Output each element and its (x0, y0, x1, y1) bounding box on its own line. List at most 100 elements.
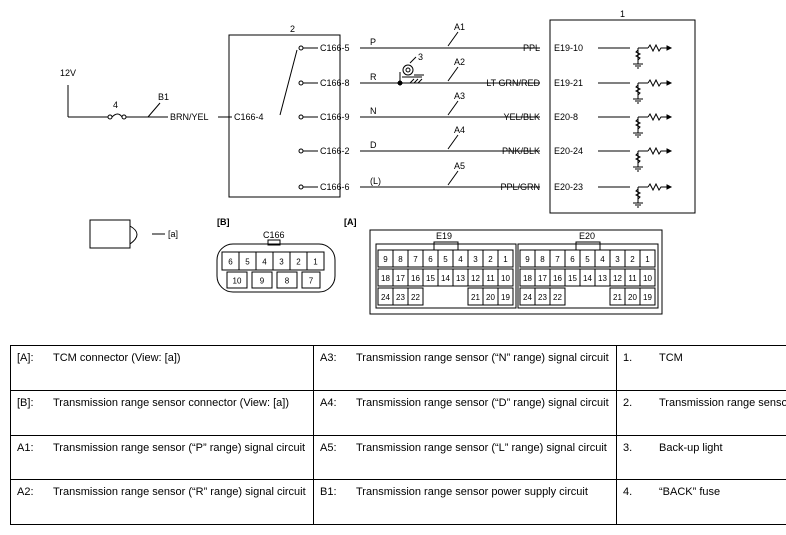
trs-number: 2 (290, 24, 295, 34)
e20-pin-box (639, 287, 656, 306)
legend-description: Transmission range sensor (“P” range) si… (53, 441, 306, 454)
circuit-label: A4 (454, 125, 465, 135)
e19-pin: 5 (443, 255, 448, 264)
tcm-pin-label: E19-10 (554, 43, 583, 53)
fuse-number: 4 (113, 100, 118, 110)
wire-color: PPL/GRN (500, 182, 540, 192)
legend-tag: 3. (623, 441, 633, 454)
c166-name: C166 (263, 230, 285, 240)
c166-pin-box (301, 271, 321, 289)
e20-pin: 3 (615, 255, 620, 264)
e19-pin: 7 (413, 255, 418, 264)
range-letter: P (370, 37, 376, 47)
e19-pin: 2 (488, 255, 493, 264)
e20-pin: 4 (600, 255, 605, 264)
wire-color: LT GRN/RED (486, 78, 540, 88)
e20-pin-box (639, 249, 656, 268)
legend-tag: 1. (623, 352, 633, 364)
legend-description: Transmission range sensor (“D” range) si… (356, 396, 609, 409)
e20-pin-box (639, 268, 656, 287)
legend-cell: 1. TCM (616, 345, 786, 391)
e19-pin-box (497, 249, 514, 268)
c166-pin: 6 (228, 258, 233, 267)
e19-pin: 20 (486, 293, 495, 302)
e20-pin: 2 (630, 255, 635, 264)
view-label: [a] (168, 229, 178, 239)
e19-pin: 6 (428, 255, 433, 264)
tcm-pin-label: E19-21 (554, 78, 583, 88)
c166-pin: 7 (309, 277, 314, 286)
legend-tag: 2. (623, 396, 633, 409)
c166-pin: 10 (233, 277, 242, 286)
legend-description: TCM (659, 352, 683, 364)
legend-cell: B1:Transmission range sensor power suppl… (313, 479, 617, 525)
e19-name: E19 (436, 231, 452, 241)
e20-pin: 12 (613, 274, 622, 283)
e19-pin: 18 (381, 274, 390, 283)
range-letter: D (370, 140, 377, 150)
legend-cell: A3:Transmission range sensor (“N” range)… (313, 345, 617, 391)
e19-pin: 21 (471, 293, 480, 302)
c166-pin: 1 (313, 258, 318, 267)
trs-pin-label: C166-8 (320, 78, 350, 88)
e19-pin: 9 (383, 255, 388, 264)
legend-tag: A1: (17, 441, 34, 454)
e19-pin: 16 (411, 274, 420, 283)
tcm-pin-label: E20-23 (554, 182, 583, 192)
e19-pin-box (497, 268, 514, 287)
e20-pin: 16 (553, 274, 562, 283)
legend-tag: [A]: (17, 352, 34, 364)
tcm-pin-label: E20-8 (554, 112, 578, 122)
e20-pin: 10 (643, 274, 652, 283)
circuit-label: A2 (454, 57, 465, 67)
range-letter: N (370, 106, 377, 116)
e19-pin: 1 (503, 255, 508, 264)
legend-tag: 4. (623, 486, 633, 499)
lamp-number: 3 (418, 52, 423, 62)
trs-pin-label: C166-9 (320, 112, 350, 122)
e20-pin: 17 (538, 274, 547, 283)
e20-pin: 18 (523, 274, 532, 283)
legend-tag: B1: (320, 486, 337, 499)
e20-pin: 19 (643, 293, 652, 302)
c166-pin-box (276, 271, 298, 289)
e20-pin: 15 (568, 274, 577, 283)
trs-pin-label: C166-6 (320, 182, 350, 192)
e20-pin: 11 (628, 274, 637, 283)
wire-color: PNK/BLK (502, 146, 540, 156)
legend-table: [A]:TCM connector (View: [a])A3:Transmis… (10, 345, 786, 525)
e20-pin: 21 (613, 293, 622, 302)
e20-pin: 14 (583, 274, 592, 283)
e19-pin: 11 (486, 274, 495, 283)
legend-tag: A4: (320, 396, 337, 409)
trs-pin-label: C166-2 (320, 146, 350, 156)
e19-pin: 23 (396, 293, 405, 302)
e19-pin: 12 (471, 274, 480, 283)
circuit-label: A5 (454, 161, 465, 171)
legend-tag: [B]: (17, 396, 34, 409)
c166-pin: 3 (279, 258, 284, 267)
e20-pin: 8 (540, 255, 545, 264)
legend-cell: [B]:Transmission range sensor connector … (10, 389, 314, 436)
e20-pin: 5 (585, 255, 590, 264)
legend-description: Transmission range sensor (“N” range) si… (356, 352, 609, 364)
e19-pin-box (497, 287, 514, 306)
b1-wire-color: BRN/YEL (170, 112, 209, 122)
legend-tag: A5: (320, 441, 337, 454)
b-tag: [B] (217, 217, 230, 227)
range-letter: (L) (370, 176, 381, 186)
legend-description: Transmission range sensor (659, 396, 786, 409)
c166-pin-box (306, 251, 325, 271)
c166-pin-box (251, 271, 273, 289)
legend-description: Transmission range sensor (“R” range) si… (53, 486, 306, 499)
c166-pin: 5 (245, 258, 250, 267)
e20-pin: 7 (555, 255, 560, 264)
fuse-circuit-label: B1 (158, 92, 169, 102)
tcm-box (549, 19, 696, 214)
legend-cell: A1: Transmission range sensor (“P” range)… (10, 434, 314, 481)
legend-description: Transmission range sensor (“L” range) si… (356, 441, 607, 454)
tcm-pin-label: E20-24 (554, 146, 583, 156)
wire-color: PPL (523, 43, 540, 53)
legend-cell: 2. Transmission range sensor (616, 389, 786, 436)
